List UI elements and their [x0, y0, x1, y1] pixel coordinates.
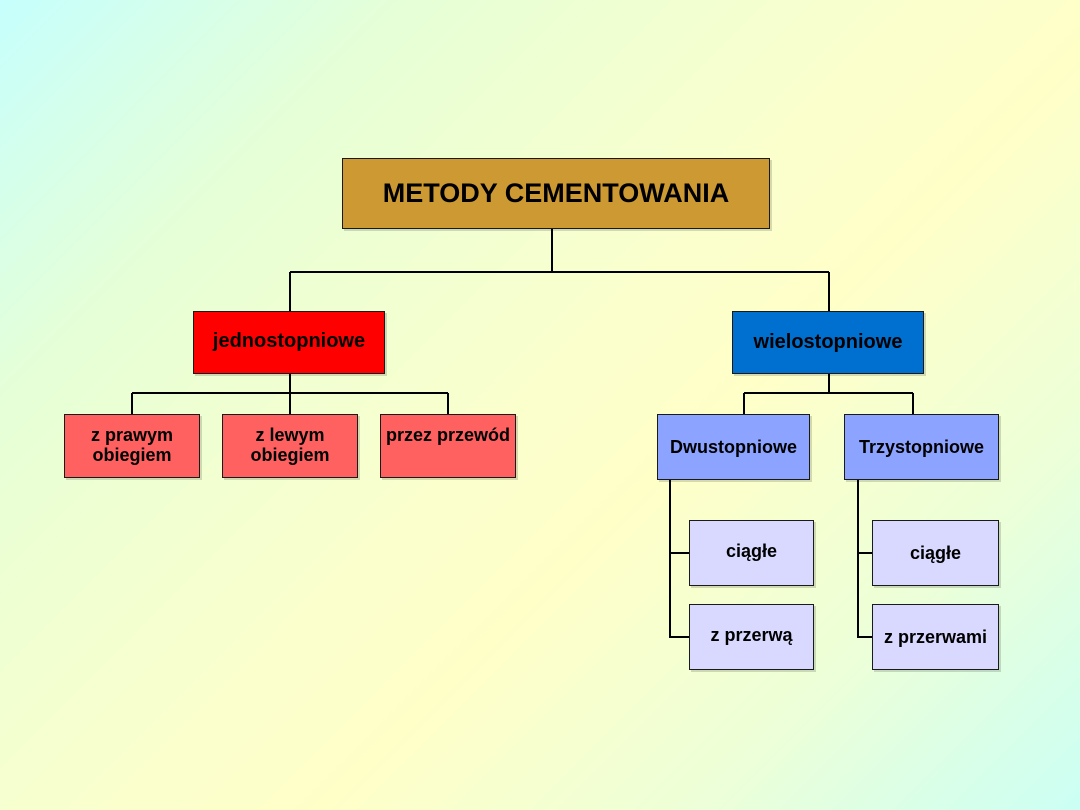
root-label: METODY CEMENTOWANIA	[382, 178, 730, 209]
three-stage-interrupted-label: z przerwami	[883, 626, 988, 647]
connector-two-stage	[669, 479, 689, 638]
single-stage-label: jednostopniowe	[212, 330, 366, 352]
three-stage-continuous-label: ciągłe	[909, 542, 962, 563]
leaf-right-circulation-label: z prawym obiegiem	[90, 425, 174, 466]
multi-stage-label: wielostopniowe	[753, 331, 903, 354]
leaf-right-circulation: z prawym obiegiem	[64, 414, 200, 478]
root-node: METODY CEMENTOWANIA	[342, 158, 770, 229]
multi-stage-node: wielostopniowe	[732, 311, 924, 374]
leaf-through-line-label: przez przewód	[385, 425, 510, 445]
connector-root	[289, 229, 830, 311]
two-stage-interrupted-label: z przerwą	[710, 625, 793, 645]
connector-three-stage	[857, 479, 872, 638]
three-stage-interrupted: z przerwami	[872, 604, 999, 670]
leaf-through-line: przez przewód	[380, 414, 516, 478]
three-stage-continuous: ciągłe	[872, 520, 999, 586]
two-stage-node: Dwustopniowe	[657, 414, 810, 480]
two-stage-interrupted: z przerwą	[689, 604, 814, 670]
connector-multi	[743, 374, 914, 414]
three-stage-label: Trzystopniowe	[858, 436, 984, 457]
two-stage-continuous-label: ciągłe	[725, 541, 778, 561]
three-stage-node: Trzystopniowe	[844, 414, 999, 480]
two-stage-continuous: ciągłe	[689, 520, 814, 586]
two-stage-label: Dwustopniowe	[670, 436, 797, 457]
single-stage-node: jednostopniowe	[193, 311, 385, 374]
leaf-left-circulation: z lewym obiegiem	[222, 414, 358, 478]
leaf-left-circulation-label: z lewym obiegiem	[250, 425, 330, 466]
connector-single	[131, 374, 449, 414]
